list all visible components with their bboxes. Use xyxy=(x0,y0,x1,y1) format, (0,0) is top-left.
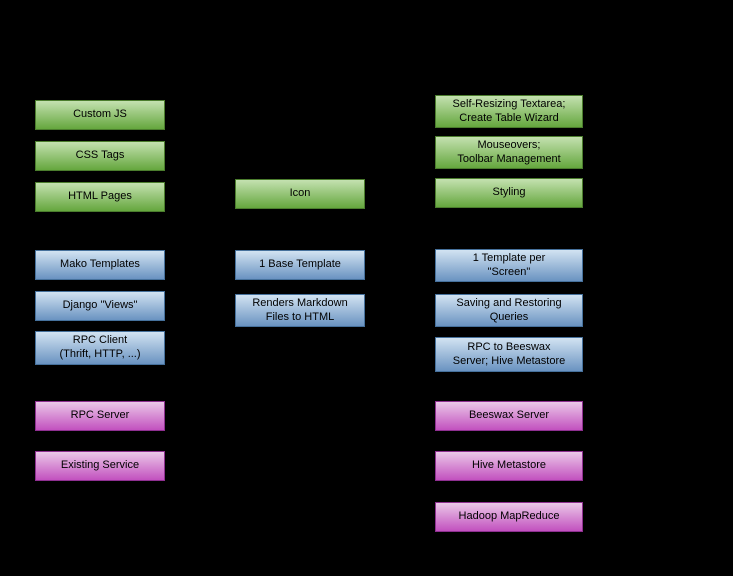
box-rpc-beeswax: RPC to Beeswax Server; Hive Metastore xyxy=(435,337,583,372)
box-hadoop-mapreduce: Hadoop MapReduce xyxy=(435,502,583,532)
box-html-pages-label: HTML Pages xyxy=(68,190,132,203)
box-icon: Icon xyxy=(235,179,365,209)
box-renders-markdown-label: Renders Markdown Files to HTML xyxy=(252,296,348,323)
box-template-per-screen: 1 Template per "Screen" xyxy=(435,249,583,282)
box-base-template-label: 1 Base Template xyxy=(259,258,341,271)
box-html-pages: HTML Pages xyxy=(35,182,165,212)
box-css-tags-label: CSS Tags xyxy=(75,149,125,162)
box-rpc-client: RPC Client (Thrift, HTTP, ...) xyxy=(35,331,165,365)
box-beeswax-server: Beeswax Server xyxy=(435,401,583,431)
box-self-resizing: Self-Resizing Textarea; Create Table Wiz… xyxy=(435,95,583,128)
box-mako-templates-label: Mako Templates xyxy=(60,258,140,271)
box-existing-service-label: Existing Service xyxy=(60,459,140,472)
box-icon-label: Icon xyxy=(289,187,311,200)
box-styling-label: Styling xyxy=(492,186,526,199)
box-mouseovers-label: Mouseovers; Toolbar Management xyxy=(457,138,561,165)
box-custom-js-label: Custom JS xyxy=(73,108,127,121)
box-mako-templates: Mako Templates xyxy=(35,250,165,280)
box-existing-service: Existing Service xyxy=(35,451,165,481)
box-hive-metastore-label: Hive Metastore xyxy=(472,459,546,472)
box-beeswax-server-label: Beeswax Server xyxy=(468,409,550,422)
box-css-tags: CSS Tags xyxy=(35,141,165,171)
box-custom-js: Custom JS xyxy=(35,100,165,130)
box-rpc-server-label: RPC Server xyxy=(70,409,130,422)
box-saving-queries-label: Saving and Restoring Queries xyxy=(456,296,562,323)
box-styling: Styling xyxy=(435,178,583,208)
box-django-views: Django "Views" xyxy=(35,291,165,321)
box-rpc-client-label: RPC Client (Thrift, HTTP, ...) xyxy=(59,334,141,360)
box-rpc-server: RPC Server xyxy=(35,401,165,431)
box-mouseovers: Mouseovers; Toolbar Management xyxy=(435,136,583,169)
box-django-views-label: Django "Views" xyxy=(62,299,138,312)
box-hive-metastore: Hive Metastore xyxy=(435,451,583,481)
box-template-per-screen-label: 1 Template per "Screen" xyxy=(472,251,546,278)
box-self-resizing-label: Self-Resizing Textarea; Create Table Wiz… xyxy=(452,97,566,124)
box-renders-markdown: Renders Markdown Files to HTML xyxy=(235,294,365,327)
box-rpc-beeswax-label: RPC to Beeswax Server; Hive Metastore xyxy=(452,340,566,367)
box-saving-queries: Saving and Restoring Queries xyxy=(435,294,583,327)
box-base-template: 1 Base Template xyxy=(235,250,365,280)
box-hadoop-mapreduce-label: Hadoop MapReduce xyxy=(458,510,560,523)
